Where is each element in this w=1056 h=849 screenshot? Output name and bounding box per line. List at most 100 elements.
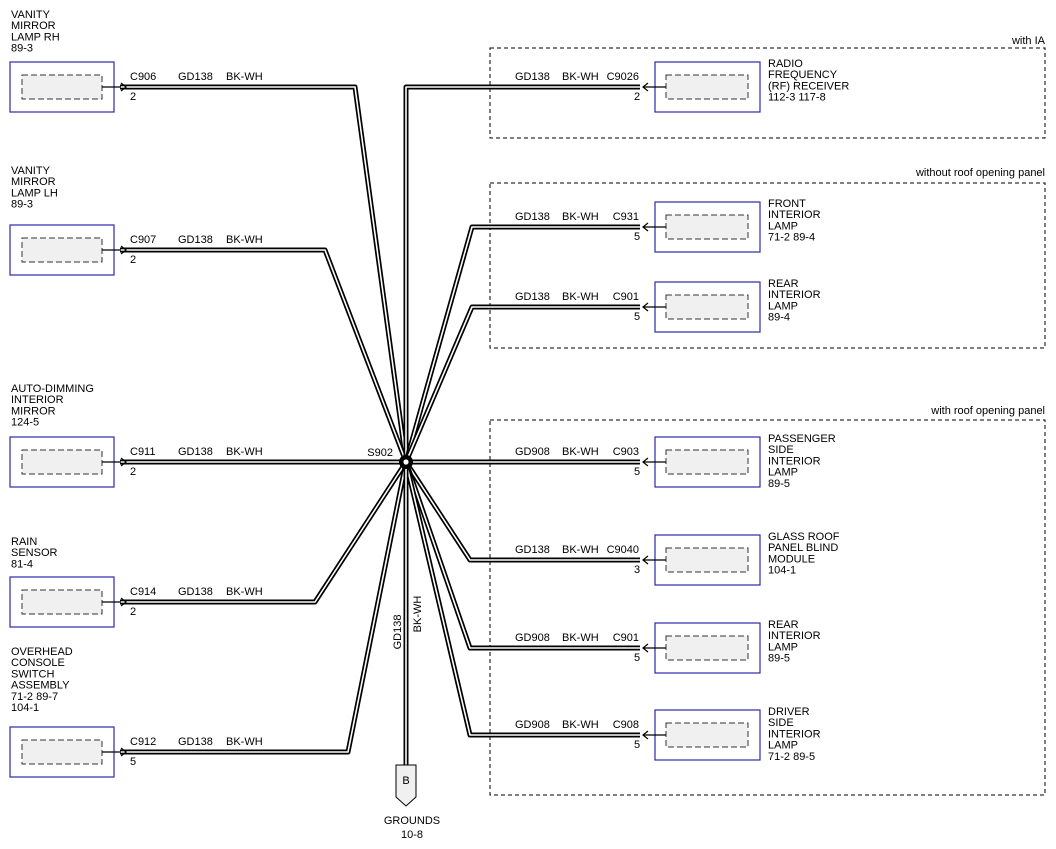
component-label-line: ASSEMBLY <box>11 680 70 692</box>
component-inner <box>665 74 749 100</box>
connector-arrow-icon <box>120 597 127 607</box>
component-inner <box>21 237 103 263</box>
connector-id: C914 <box>130 586 156 598</box>
wire-front-int <box>403 224 640 463</box>
group-without-roof: without roof opening panel <box>489 167 1046 349</box>
component-label-line: 71-2 89-7 <box>11 691 58 703</box>
component-label-line: DRIVER <box>768 706 810 718</box>
component-label-line: INTERIOR <box>768 630 821 642</box>
component-label-line: 104-1 <box>768 565 796 577</box>
component-label-line: 71-2 89-4 <box>768 232 815 244</box>
pin-number: 5 <box>634 466 640 478</box>
wire-circuit: GD138 <box>178 71 213 83</box>
wire-glass-roof <box>403 460 640 563</box>
component-label-line: LAMP <box>768 641 798 653</box>
connector-id: C9026 <box>607 71 639 83</box>
component-label-line: REAR <box>768 278 799 290</box>
wire-color: BK-WH <box>562 291 599 303</box>
ground-wire-circuit: GD138 <box>392 615 404 650</box>
ground-wire-color: BK-WH <box>412 596 424 633</box>
component-inner <box>665 635 749 661</box>
ground-label: GROUNDS <box>384 815 440 827</box>
component-label-line: LAMP LH <box>11 187 58 199</box>
connector-id: C906 <box>130 71 156 83</box>
component-label-line: MIRROR <box>11 405 56 417</box>
component-label-line: FREQUENCY <box>768 69 838 81</box>
wire-rain <box>120 460 409 605</box>
component-label-line: LAMP <box>768 467 798 479</box>
connector-arrow-icon <box>642 222 649 232</box>
ground-connector-letter: B <box>402 775 409 787</box>
wire-circuit: GD138 <box>178 234 213 246</box>
wire-circuit: GD138 <box>515 544 550 556</box>
component-label-line: 89-3 <box>11 199 33 211</box>
group-with-roof: with roof opening panel <box>489 405 1046 796</box>
wire-circuit: GD908 <box>515 446 550 458</box>
group-title-with-ia: with IA <box>1011 35 1046 47</box>
connector-arrow-icon <box>642 643 649 653</box>
component-auto-dim[interactable]: AUTO-DIMMINGINTERIORMIRROR124-5C9112GD13… <box>9 383 263 488</box>
pin-number: 2 <box>130 466 136 478</box>
pin-number: 5 <box>634 231 640 243</box>
connector-id: C908 <box>613 719 639 731</box>
component-label-line: 89-5 <box>768 478 790 490</box>
component-label-line: INTERIOR <box>768 289 821 301</box>
component-label-line: LAMP <box>768 740 798 752</box>
group-title-with-roof: with roof opening panel <box>930 405 1045 417</box>
component-label-line: 81-4 <box>11 558 33 570</box>
connector-id: C907 <box>130 234 156 246</box>
group-title-without-roof: without roof opening panel <box>915 167 1045 179</box>
wire-circuit: GD138 <box>515 211 550 223</box>
component-label-line: LAMP <box>768 300 798 312</box>
component-inner <box>21 589 103 615</box>
component-inner <box>21 739 103 765</box>
wire-rear-int-b <box>403 461 640 651</box>
component-label-line: MODULE <box>768 553 815 565</box>
component-label-line: (RF) RECEIVER <box>768 80 849 92</box>
component-inner <box>665 547 749 573</box>
component-label-line: 89-3 <box>11 43 33 55</box>
wire-driver-side <box>403 461 640 738</box>
wire-rear-int-a <box>403 304 640 463</box>
connector-arrow-icon <box>120 245 127 255</box>
component-inner <box>21 74 103 100</box>
component-label-line: PANEL BLIND <box>768 542 838 554</box>
connector-arrow-icon <box>642 302 649 312</box>
connector-id: C911 <box>130 446 155 458</box>
wire-color: BK-WH <box>562 71 599 83</box>
wire-circuit: GD908 <box>515 719 550 731</box>
splice-s902: S902 <box>367 447 413 469</box>
wire-circuit: GD138 <box>178 736 213 748</box>
wire-circuit: GD908 <box>515 632 550 644</box>
wire-color: BK-WH <box>226 586 263 598</box>
pin-number: 2 <box>130 254 136 266</box>
component-inner <box>665 214 749 240</box>
component-label-line: AUTO-DIMMING <box>11 383 94 395</box>
component-label-line: 112-3 117-8 <box>768 92 826 104</box>
connector-id: C912 <box>130 736 156 748</box>
component-label-line: 89-4 <box>768 312 790 324</box>
component-label-line: MIRROR <box>11 176 56 188</box>
component-inner <box>21 449 103 475</box>
component-label-line: SWITCH <box>11 668 54 680</box>
component-label-line: SENSOR <box>11 547 58 559</box>
component-label-line: PASSENGER <box>768 433 836 445</box>
wire-vanity-lh <box>120 247 409 463</box>
pin-number: 5 <box>130 756 136 768</box>
wire-color: BK-WH <box>562 719 599 731</box>
component-label-line: INTERIOR <box>768 455 821 467</box>
pin-number: 2 <box>130 606 136 618</box>
